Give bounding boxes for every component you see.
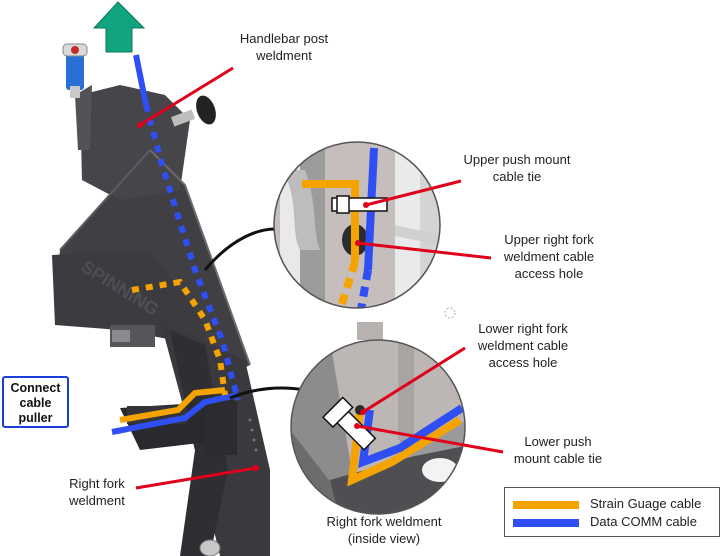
label-lower-access-hole: Lower right fork weldment cable access h… [477, 321, 569, 370]
leader-lines [135, 66, 504, 490]
leader-lower-cable-tie [356, 424, 504, 454]
label-upper-access-hole: Upper right fork weldment cable access h… [503, 232, 595, 281]
leader-upper-cable-tie [365, 179, 462, 207]
upper-detail-view [273, 141, 441, 309]
upper-callout-connector [203, 227, 286, 271]
lower-callout-connector [229, 386, 306, 400]
strain-gauge-cable-frame [119, 278, 228, 423]
legend: Strain Guage cable Data COMM cable [504, 487, 720, 537]
legend-swatch-strain [513, 501, 579, 509]
legend-swatch-data [513, 519, 579, 527]
up-arrow-icon [92, 1, 146, 53]
leader-upper-access-hole [357, 241, 492, 260]
leader-handlebar-post [139, 66, 234, 127]
label-right-fork-weldment: Right fork weldment [69, 476, 125, 508]
leader-right-fork [135, 466, 257, 490]
label-upper-push-mount-cable-tie: Upper push mount cable tie [463, 152, 571, 184]
label-handlebar-post-weldment: Handlebar post weldment [239, 31, 329, 63]
data-comm-cable-frame [111, 54, 241, 435]
label-inside-view: Right fork weldment (inside view) [326, 514, 442, 546]
frame-tab [357, 322, 383, 340]
leader-lower-access-hole [362, 346, 466, 414]
connect-cable-puller-box: Connect cable puller [2, 376, 69, 428]
label-lower-push-mount-cable-tie: Lower push mount cable tie [513, 434, 603, 466]
handlebar-knob [62, 43, 88, 98]
tension-knob [170, 95, 216, 127]
